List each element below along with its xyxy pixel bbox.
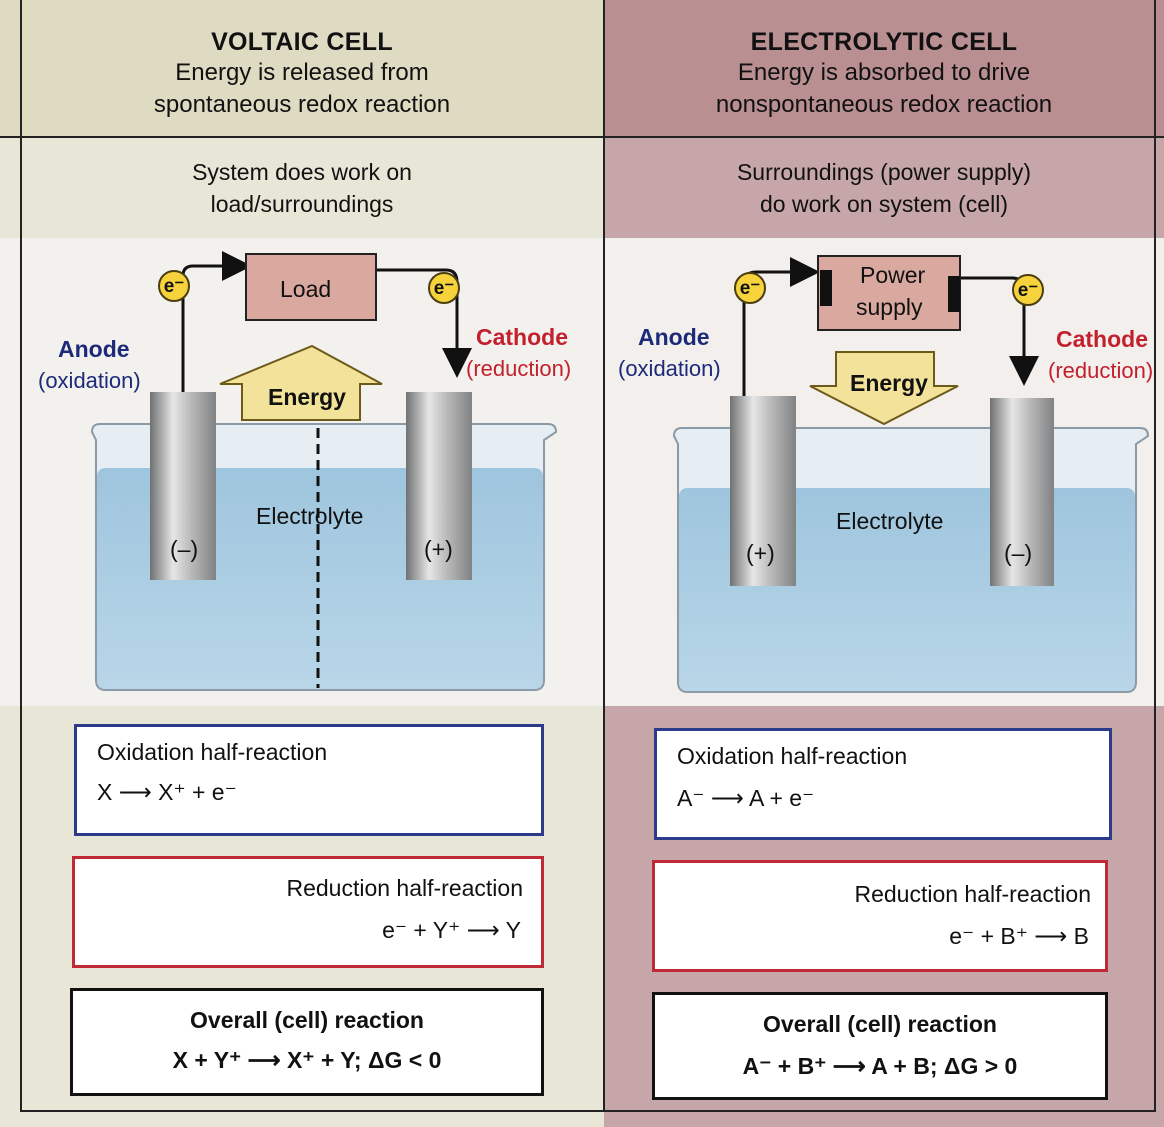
electrolytic-subtitle-line1: Energy is absorbed to drive (737, 59, 1031, 86)
voltaic-anode-sublabel: (oxidation) (38, 368, 141, 393)
load-box (245, 253, 377, 321)
voltaic-overall-title: Overall (cell) reaction (190, 1007, 424, 1033)
voltaic-panel: VOLTAIC CELL Energy is released from spo… (0, 0, 604, 1096)
electrolytic-reduction-equation: e⁻ + B⁺ ⟶ B (949, 923, 1089, 950)
voltaic-reduction-product: Y (505, 917, 521, 943)
electrolytic-electron-badge-right: e⁻ (1012, 274, 1044, 306)
electrolytic-anode-label: Anode (638, 324, 710, 350)
voltaic-subtitle-line2: spontaneous redox reaction (153, 91, 451, 118)
electrolytic-title: ELECTROLYTIC CELL (750, 28, 1018, 56)
voltaic-anode-electrode (150, 392, 216, 580)
electrolytic-oxidation-equation: A⁻ ⟶ A + e⁻ (677, 785, 814, 812)
electrolytic-work-line1: Surroundings (power supply) (736, 159, 1032, 185)
electrolytic-reduction-title: Reduction half-reaction (854, 881, 1091, 907)
voltaic-reduction-equation: e⁻ + Y⁺ ⟶ Y (382, 917, 521, 944)
electrolytic-overall-products: A + B; ΔG > 0 (871, 1053, 1018, 1079)
voltaic-oxidation-product: X⁺ + e⁻ (158, 779, 237, 805)
voltaic-oxidation-title: Oxidation half-reaction (97, 739, 328, 765)
voltaic-overall-products: X⁺ + Y; ΔG < 0 (287, 1047, 442, 1073)
voltaic-title: VOLTAIC CELL (211, 28, 393, 56)
electrolytic-cell-drawing (672, 255, 1150, 693)
voltaic-reduction-reactant: e⁻ + Y⁺ (382, 917, 461, 943)
reaction-arrow-icon: ⟶ (710, 785, 744, 811)
voltaic-anode-label: Anode (58, 336, 130, 362)
reaction-arrow-icon: ⟶ (118, 779, 152, 805)
voltaic-reduction-box: Reduction half-reaction e⁻ + Y⁺ ⟶ Y (72, 856, 544, 968)
electrolytic-oxidation-box: Oxidation half-reaction A⁻ ⟶ A + e⁻ (654, 728, 1112, 840)
electrolytic-overall-box: Overall (cell) reaction A⁻ + B⁺ ⟶ A + B;… (652, 992, 1108, 1100)
voltaic-cathode-sign: (+) (424, 536, 453, 562)
electrolytic-reduction-product: B (1073, 923, 1089, 949)
electrolytic-anode-sublabel: (oxidation) (618, 356, 721, 381)
power-supply-terminal-right (948, 276, 960, 312)
electrolytic-reduction-box: Reduction half-reaction e⁻ + B⁺ ⟶ B (652, 860, 1108, 972)
electrolytic-overall-reactants: A⁻ + B⁺ (742, 1053, 827, 1079)
voltaic-energy-label: Energy (268, 384, 346, 410)
voltaic-overall-box: Overall (cell) reaction X + Y⁺ ⟶ X⁺ + Y;… (70, 988, 544, 1096)
voltaic-overall-reactants: X + Y⁺ (172, 1047, 242, 1073)
electrolytic-cathode-sign: (–) (1004, 540, 1033, 566)
electrolytic-panel: ELECTROLYTIC CELL Energy is absorbed to … (604, 0, 1164, 1127)
voltaic-header: VOLTAIC CELL Energy is released from spo… (0, 0, 604, 138)
reaction-arrow-icon: ⟶ (247, 1047, 281, 1073)
voltaic-wire-left (181, 251, 252, 392)
electrolytic-anode-electrode (730, 396, 796, 586)
voltaic-overall-equation: X + Y⁺ ⟶ X⁺ + Y; ΔG < 0 (73, 1047, 541, 1074)
electrolytic-oxidation-reactant: A⁻ (677, 785, 705, 811)
voltaic-cell-drawing (90, 251, 558, 691)
voltaic-oxidation-reactant: X (97, 779, 113, 805)
power-supply-terminal-left (820, 270, 832, 306)
electrolytic-header: ELECTROLYTIC CELL Energy is absorbed to … (604, 0, 1164, 138)
electrolytic-electrolyte-label: Electrolyte (836, 508, 944, 534)
voltaic-oxidation-equation: X ⟶ X⁺ + e⁻ (97, 779, 237, 806)
voltaic-work-line2: load/surroundings (210, 191, 394, 217)
reaction-arrow-icon: ⟶ (466, 917, 500, 943)
electrolytic-work-line2: do work on system (cell) (760, 191, 1008, 217)
voltaic-electron-badge-right: e⁻ (428, 272, 460, 304)
electrolytic-cathode-label: Cathode (1056, 326, 1148, 352)
electrolytic-work-description: Surroundings (power supply) do work on s… (604, 156, 1164, 220)
panel-divider (603, 0, 605, 1112)
voltaic-cathode-label: Cathode (476, 324, 568, 350)
voltaic-work-description: System does work on load/surroundings (0, 156, 604, 220)
electrolytic-energy-label: Energy (850, 370, 928, 396)
voltaic-electrolyte-label: Electrolyte (256, 503, 364, 529)
load-label: Load (280, 276, 332, 302)
electrolytic-overall-equation: A⁻ + B⁺ ⟶ A + B; ΔG > 0 (655, 1053, 1105, 1080)
electrolytic-oxidation-product: A + e⁻ (748, 785, 815, 811)
voltaic-anode-sign: (–) (170, 536, 199, 562)
voltaic-electron-badge-left: e⁻ (158, 270, 190, 302)
power-supply-box (817, 255, 961, 331)
electrolytic-overall-title: Overall (cell) reaction (763, 1011, 997, 1037)
reaction-arrow-icon: ⟶ (1034, 923, 1068, 949)
voltaic-subtitle-line1: Energy is released from (175, 59, 429, 86)
voltaic-cathode-sublabel: (reduction) (466, 356, 572, 381)
electrolytic-oxidation-title: Oxidation half-reaction (677, 743, 908, 769)
electrolytic-energy-arrow (809, 351, 959, 426)
voltaic-oxidation-box: Oxidation half-reaction X ⟶ X⁺ + e⁻ (74, 724, 544, 836)
voltaic-work-line1: System does work on (192, 159, 412, 185)
voltaic-energy-arrow (219, 344, 383, 421)
voltaic-cathode-electrode (406, 392, 472, 580)
power-supply-label-line1: Power (860, 262, 926, 288)
electrolytic-electron-badge-left: e⁻ (734, 272, 766, 304)
electrolytic-anode-sign: (+) (746, 540, 775, 566)
power-supply-label-line2: supply (856, 294, 923, 320)
voltaic-reduction-title: Reduction half-reaction (286, 875, 523, 901)
reaction-arrow-icon: ⟶ (832, 1053, 866, 1079)
electrolytic-subtitle-line2: nonspontaneous redox reaction (715, 91, 1053, 118)
electrolytic-cathode-electrode (990, 398, 1054, 586)
electrolytic-reduction-reactant: e⁻ + B⁺ (949, 923, 1028, 949)
electrolytic-cathode-sublabel: (reduction) (1048, 358, 1154, 383)
